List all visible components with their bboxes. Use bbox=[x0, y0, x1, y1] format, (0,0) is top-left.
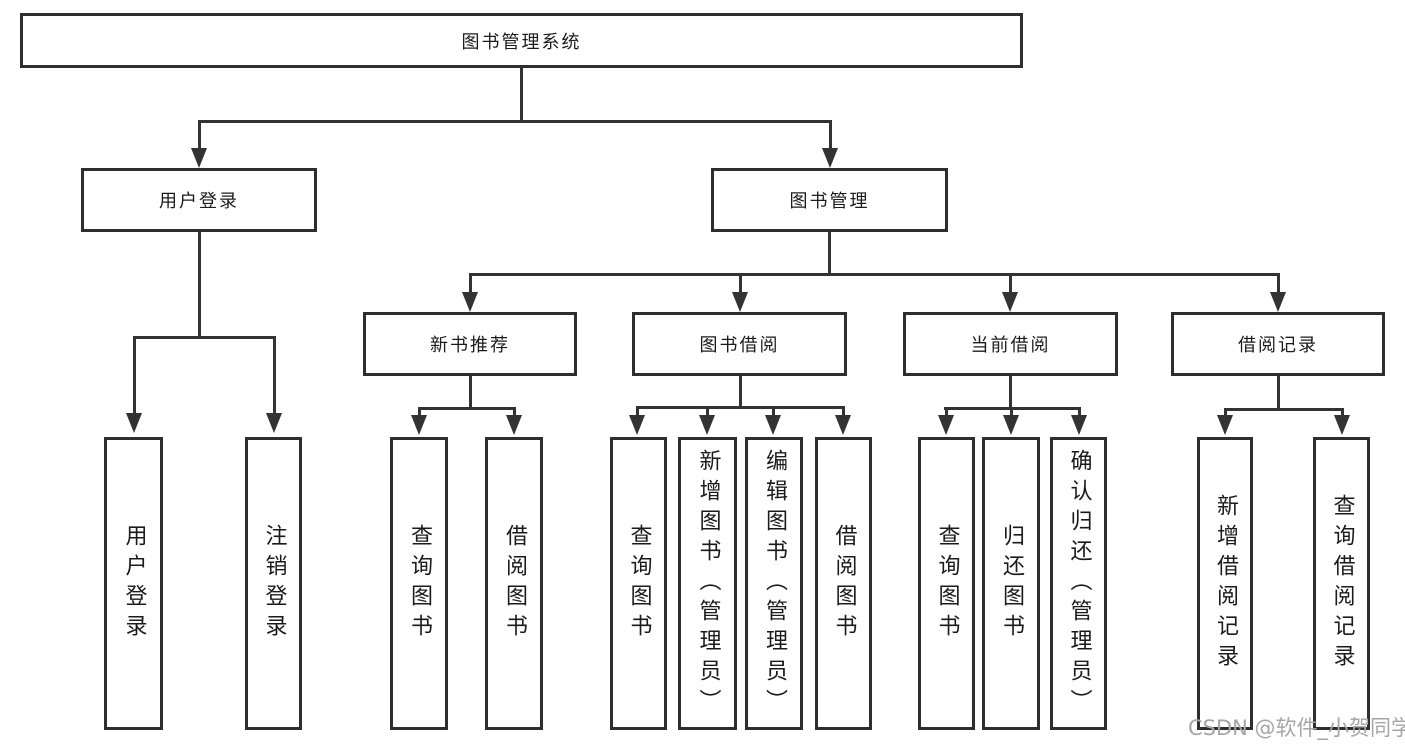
connector-hline bbox=[1224, 408, 1343, 411]
connector-vline bbox=[1078, 407, 1081, 415]
node-book-borrowing: 图书借阅 bbox=[632, 312, 847, 376]
connector-vline bbox=[828, 232, 831, 273]
arrow-down-icon bbox=[126, 413, 142, 433]
arrow-down-icon bbox=[699, 415, 715, 435]
node-label: 当前借阅 bbox=[970, 335, 1051, 356]
connector-vline bbox=[418, 407, 421, 415]
arrow-down-icon bbox=[506, 415, 522, 435]
connector-vline bbox=[829, 120, 832, 148]
connector-hline bbox=[636, 406, 844, 409]
leaf-confirm-return-admin: 确认归还（管理员） bbox=[1050, 437, 1107, 730]
arrow-down-icon bbox=[835, 415, 851, 435]
arrow-down-icon bbox=[765, 415, 781, 435]
connector-vline bbox=[198, 232, 201, 336]
connector-vline bbox=[739, 376, 742, 406]
leaf-user-login: 用户登录 bbox=[104, 437, 163, 730]
arrow-down-icon bbox=[1071, 415, 1087, 435]
node-label: 图书管理系统 bbox=[461, 31, 582, 53]
connector-vline bbox=[469, 273, 472, 292]
connector-hline bbox=[469, 273, 1279, 276]
arrow-down-icon bbox=[822, 148, 838, 168]
leaf-label: 查询借阅记录 bbox=[1329, 493, 1355, 674]
leaf-label: 查询图书 bbox=[407, 523, 432, 644]
connector-vline bbox=[1341, 408, 1344, 415]
node-user-login: 用户登录 bbox=[81, 168, 317, 232]
node-new-book-recommend: 新书推荐 bbox=[363, 312, 577, 376]
node-label: 新书推荐 bbox=[430, 335, 510, 356]
leaf-label: 编辑图书（管理员） bbox=[762, 448, 787, 719]
connector-vline bbox=[469, 376, 472, 407]
arrow-down-icon bbox=[462, 292, 478, 312]
connector-vline bbox=[706, 406, 709, 415]
leaf-borrow-books-recommend: 借阅图书 bbox=[485, 437, 543, 730]
leaf-label: 归还图书 bbox=[999, 523, 1024, 644]
leaf-label: 注销登录 bbox=[261, 523, 287, 644]
leaf-label: 查询图书 bbox=[626, 523, 652, 644]
connector-vline bbox=[273, 336, 276, 413]
connector-vline bbox=[133, 336, 136, 413]
leaf-add-borrow-record: 新增借阅记录 bbox=[1197, 437, 1253, 730]
connector-vline bbox=[1224, 408, 1227, 415]
connector-vline bbox=[513, 407, 516, 415]
leaf-return-book: 归还图书 bbox=[982, 437, 1040, 730]
leaf-label: 查询图书 bbox=[934, 523, 960, 644]
arrow-down-icon bbox=[732, 292, 748, 312]
connector-vline bbox=[636, 406, 639, 415]
csdn-watermark: CSDN @软件_小贺同学 bbox=[1188, 716, 1405, 740]
leaf-label: 新增图书（管理员） bbox=[695, 448, 721, 719]
arrow-down-icon bbox=[1270, 292, 1286, 312]
leaf-label: 借阅图书 bbox=[831, 523, 857, 644]
connector-vline bbox=[1010, 407, 1013, 415]
arrow-down-icon bbox=[629, 415, 645, 435]
arrow-down-icon bbox=[1217, 415, 1233, 435]
arrow-down-icon bbox=[266, 413, 282, 433]
node-label: 用户登录 bbox=[159, 191, 239, 212]
connector-vline bbox=[198, 120, 201, 148]
leaf-label: 确认归还（管理员） bbox=[1066, 448, 1092, 719]
arrow-down-icon bbox=[411, 415, 427, 435]
leaf-query-borrow-record: 查询借阅记录 bbox=[1313, 437, 1370, 730]
connector-vline bbox=[1009, 376, 1012, 407]
connector-vline bbox=[842, 406, 845, 415]
arrow-down-icon bbox=[191, 148, 207, 168]
connector-vline bbox=[945, 407, 948, 415]
leaf-query-books-current: 查询图书 bbox=[918, 437, 975, 730]
leaf-edit-book-admin: 编辑图书（管理员） bbox=[745, 437, 803, 730]
leaf-label: 用户登录 bbox=[121, 523, 147, 644]
node-borrow-records: 借阅记录 bbox=[1171, 312, 1385, 376]
connector-vline bbox=[739, 273, 742, 292]
connector-hline bbox=[418, 407, 515, 410]
leaf-label: 借阅图书 bbox=[502, 523, 527, 644]
leaf-label: 新增借阅记录 bbox=[1213, 493, 1238, 674]
arrow-down-icon bbox=[938, 415, 954, 435]
arrow-down-icon bbox=[1002, 292, 1018, 312]
node-current-borrowing: 当前借阅 bbox=[903, 312, 1118, 376]
connector-vline bbox=[1277, 376, 1280, 408]
leaf-query-books-borrowing: 查询图书 bbox=[610, 437, 667, 730]
connector-vline bbox=[1277, 273, 1280, 292]
node-library-system: 图书管理系统 bbox=[20, 13, 1023, 68]
node-label: 图书管理 bbox=[789, 191, 870, 212]
connector-vline bbox=[772, 406, 775, 415]
node-book-management: 图书管理 bbox=[711, 168, 948, 232]
arrow-down-icon bbox=[1003, 415, 1019, 435]
connector-hline bbox=[198, 120, 831, 123]
connector-hline bbox=[133, 336, 275, 339]
leaf-borrow-book: 借阅图书 bbox=[815, 437, 872, 730]
leaf-logout: 注销登录 bbox=[245, 437, 302, 730]
node-label: 借阅记录 bbox=[1238, 335, 1318, 356]
leaf-add-book-admin: 新增图书（管理员） bbox=[678, 437, 737, 730]
connector-vline bbox=[1009, 273, 1012, 292]
connector-vline bbox=[520, 68, 523, 120]
leaf-query-books-recommend: 查询图书 bbox=[390, 437, 448, 730]
arrow-down-icon bbox=[1334, 415, 1350, 435]
node-label: 图书借阅 bbox=[699, 335, 780, 356]
